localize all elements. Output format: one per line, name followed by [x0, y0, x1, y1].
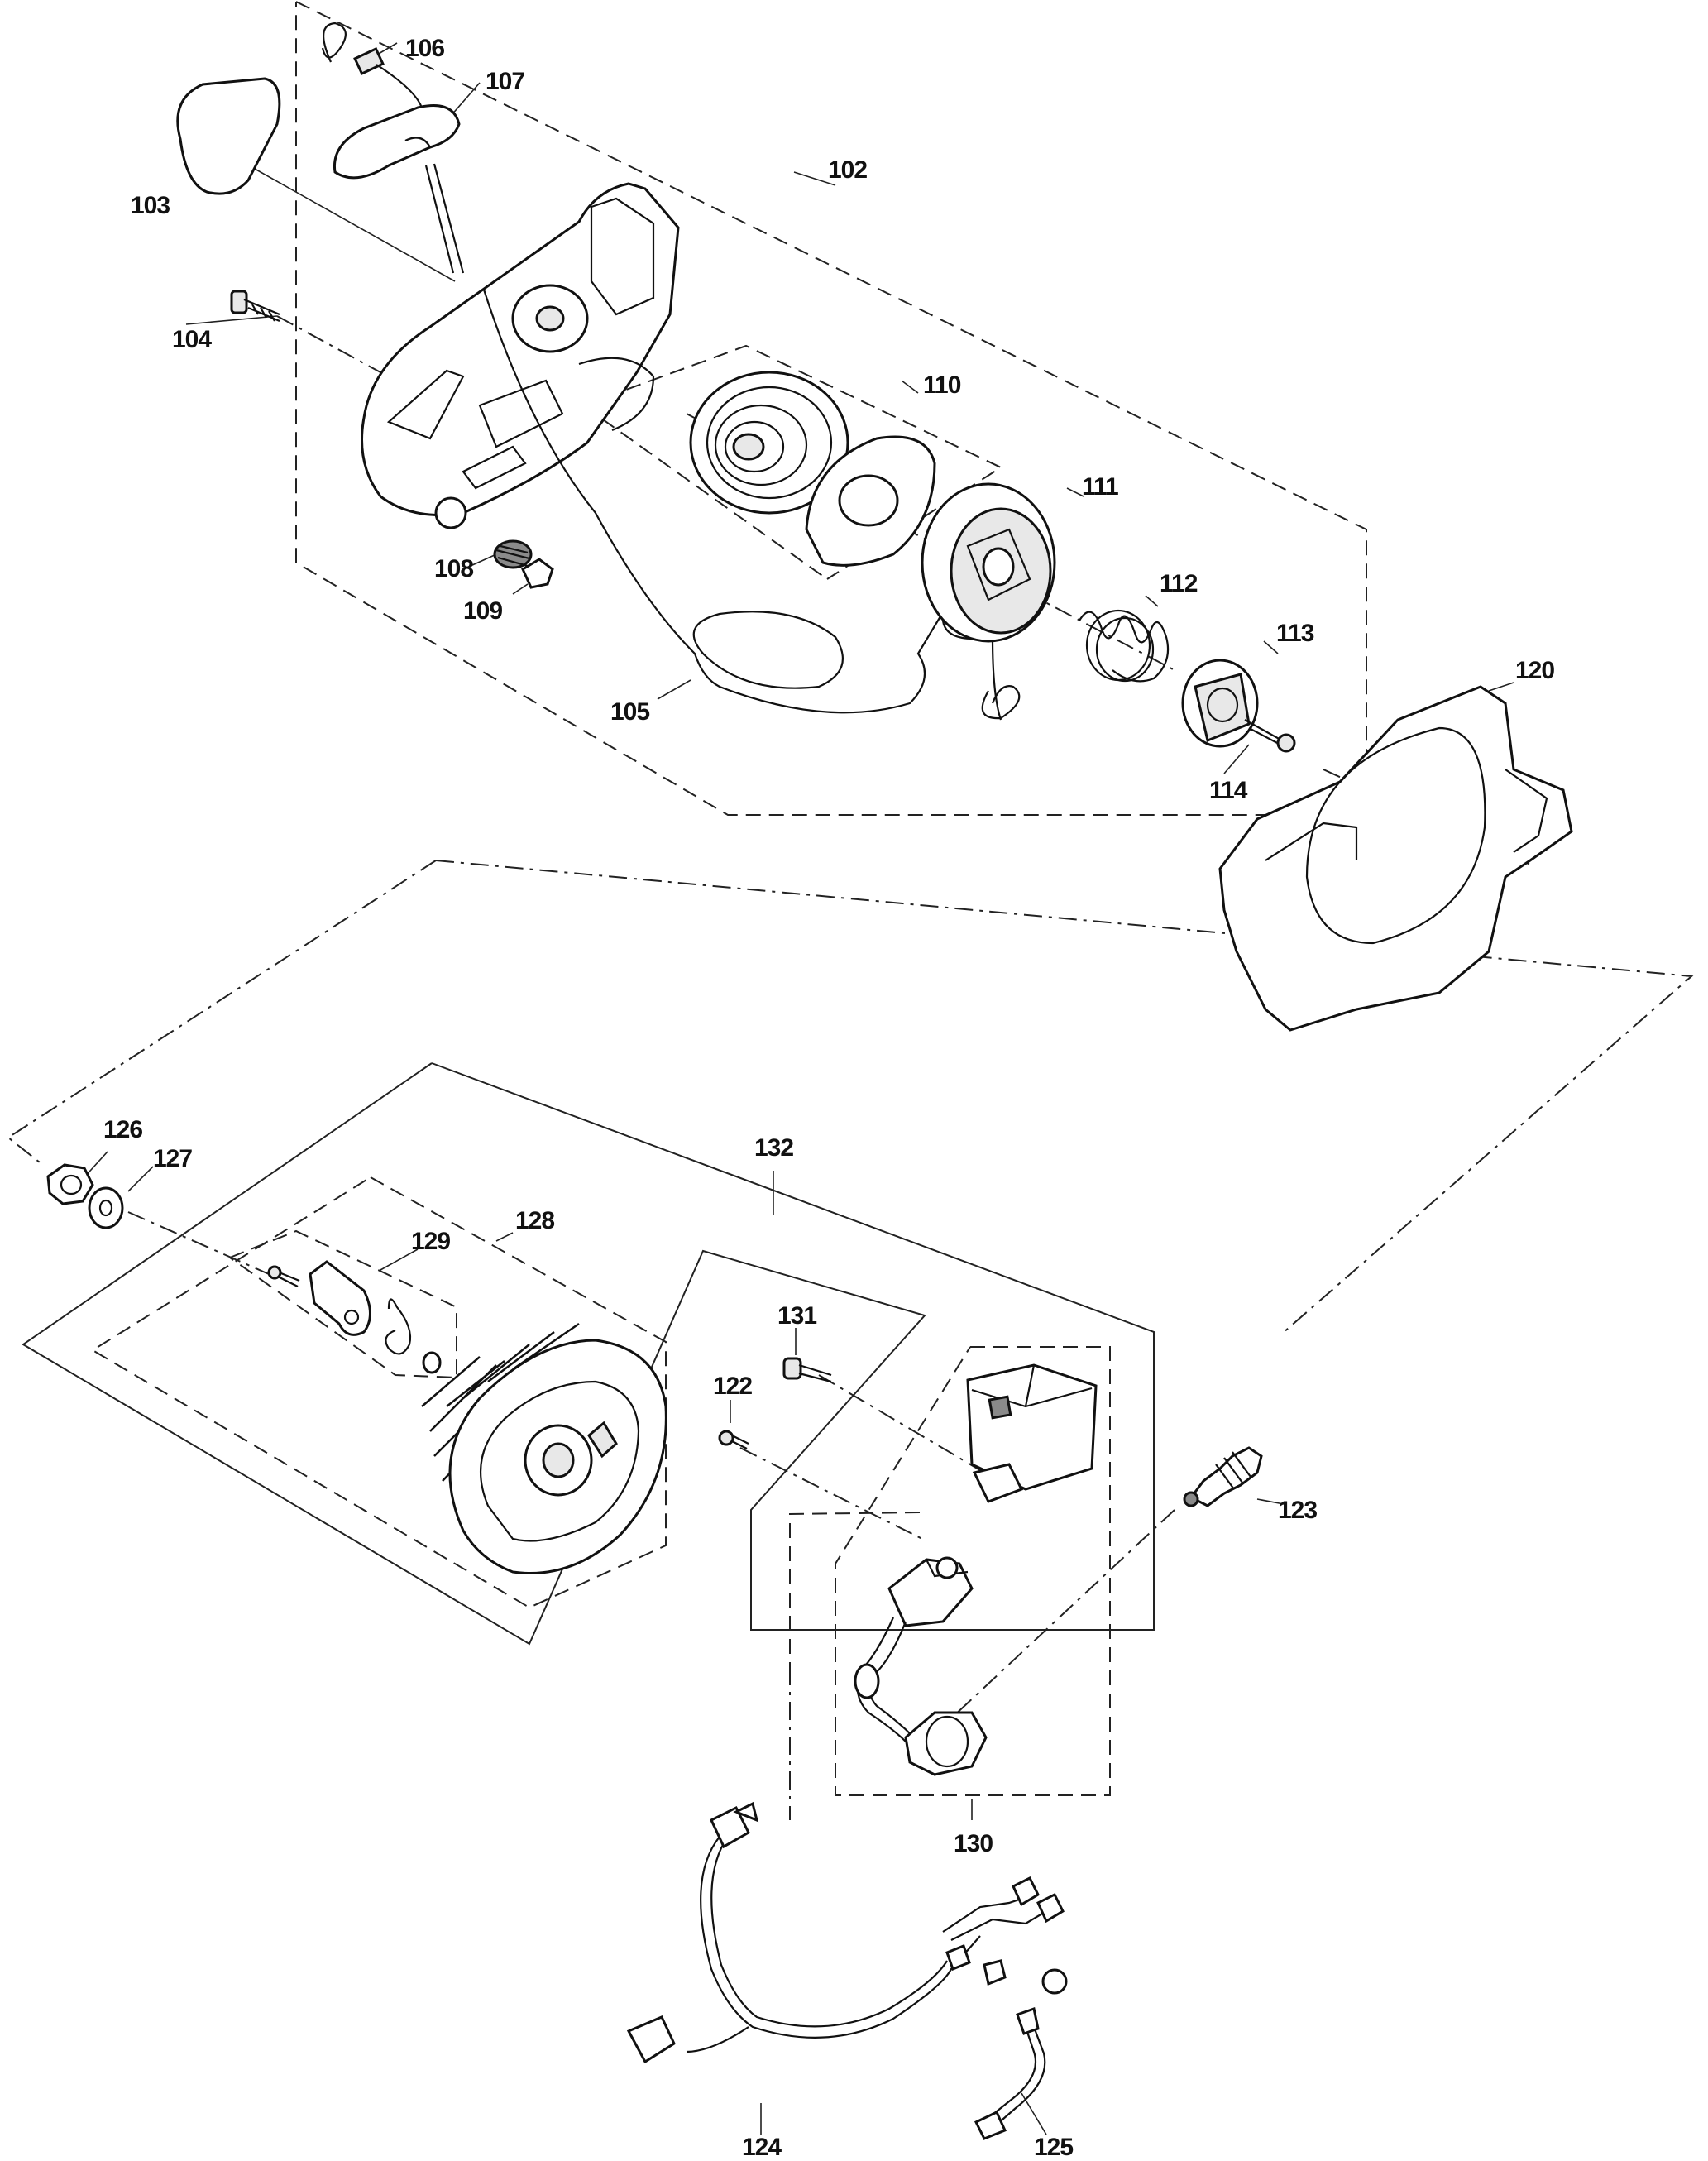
leader-105: [657, 679, 691, 700]
part-129-spring: [385, 1298, 412, 1355]
label-128: 128: [515, 1207, 554, 1234]
leader-114: [1223, 744, 1250, 774]
part-110-recoil-spring: [689, 371, 849, 515]
group-128-boundary: [91, 1176, 667, 1609]
leader-127: [127, 1166, 154, 1192]
part-127-washer: [88, 1186, 124, 1229]
leader-128: [495, 1232, 514, 1242]
label-103: 103: [131, 192, 170, 219]
part-122-screw: [718, 1430, 749, 1449]
part-131-screw: [782, 1357, 832, 1383]
label-127: 127: [153, 1145, 192, 1172]
group-129-boundary: [229, 1229, 457, 1379]
label-130: 130: [954, 1830, 993, 1857]
label-124: 124: [742, 2134, 782, 2161]
part-129-bushing: [422, 1351, 442, 1374]
leader-104: [185, 315, 278, 325]
part-124-wiring-harness: [626, 1801, 1065, 2064]
group-132-boundary: [22, 1062, 1155, 1646]
label-113: 113: [1276, 620, 1314, 647]
label-111: 111: [1082, 473, 1118, 501]
leader-111: [1066, 487, 1084, 497]
label-125: 125: [1034, 2134, 1073, 2161]
part-129-pawl: [309, 1260, 371, 1336]
label-104: 104: [172, 326, 212, 353]
leader-110: [901, 380, 919, 394]
part-113-pulley-hub: [1181, 659, 1259, 748]
leader-102: [793, 171, 836, 186]
leader-107: [450, 82, 481, 117]
label-106: 106: [405, 35, 444, 62]
part-114-screw: [1244, 719, 1296, 753]
label-132: 132: [754, 1134, 793, 1162]
label-123: 123: [1278, 1497, 1317, 1524]
label-122: 122: [713, 1373, 752, 1400]
part-128-flywheel: [421, 1322, 667, 1575]
part-107-starter-handle: [333, 104, 465, 274]
label-108: 108: [434, 555, 473, 582]
group-130-boundary: [789, 1346, 1111, 1796]
part-108-pawl-spring: [493, 539, 533, 569]
leader-106: [376, 42, 398, 55]
group-120-to-126-boundary: [7, 860, 1694, 1334]
part-111-rope-pulley: [921, 482, 1056, 643]
leader-113: [1263, 640, 1279, 654]
part-130-control-module: [966, 1363, 1098, 1503]
part-125-ground-wire: [974, 1968, 1068, 2140]
leader-lines: [82, 42, 1531, 2135]
label-105: 105: [610, 698, 649, 726]
label-131: 131: [777, 1302, 816, 1330]
part-103-label-plate: [176, 77, 281, 195]
part-109-circlip: [521, 558, 554, 589]
part-120-flywheel-cover: [1218, 685, 1573, 1032]
part-112-coil-spring: [1079, 609, 1170, 683]
part-102-starter-housing: [361, 182, 680, 529]
label-129: 129: [411, 1228, 450, 1255]
label-112: 112: [1160, 570, 1198, 597]
part-130-ignition-coil: [854, 1556, 988, 1776]
leader-112: [1145, 595, 1159, 607]
part-110-spring-plate: [805, 435, 936, 567]
leader-109: [512, 583, 529, 595]
label-126: 126: [103, 1116, 142, 1143]
part-126-flywheel-nut: [46, 1163, 94, 1205]
label-107: 107: [486, 68, 524, 95]
leader-129: [380, 1248, 419, 1271]
label-120: 120: [1515, 657, 1554, 684]
part-number-labels: 106 107 102 103 104 110 111 108 109 112 …: [103, 35, 1555, 2161]
leader-120: [1488, 682, 1514, 692]
part-129-pawl-screw: [267, 1265, 300, 1287]
label-109: 109: [463, 597, 502, 625]
leader-123: [1256, 1498, 1285, 1505]
part-105-starter-rope: [482, 289, 1021, 721]
label-110: 110: [923, 371, 961, 399]
part-104-screw: [230, 290, 280, 323]
leader-108: [462, 553, 497, 570]
leader-103: [233, 156, 456, 282]
part-123-spark-plug: [1183, 1446, 1263, 1507]
label-102: 102: [828, 156, 867, 184]
label-114: 114: [1209, 777, 1248, 804]
